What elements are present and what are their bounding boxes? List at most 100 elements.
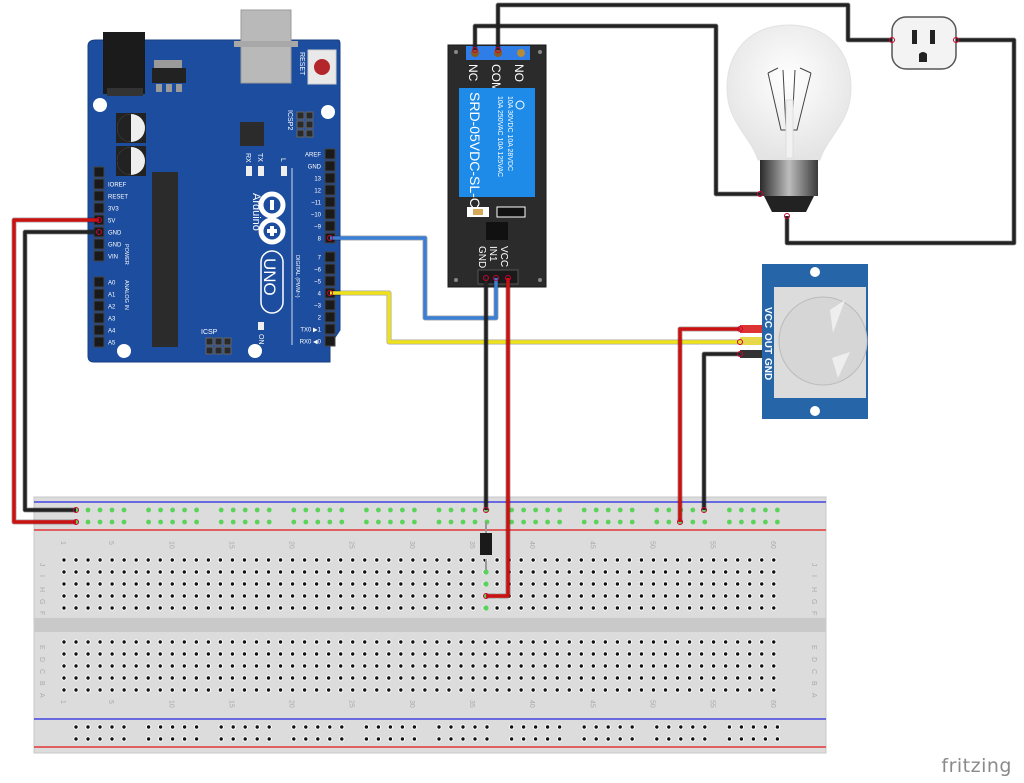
breadboard-hole[interactable] xyxy=(554,687,560,693)
rail-hole[interactable] xyxy=(520,736,527,742)
breadboard-hole[interactable] xyxy=(350,639,356,645)
breadboard-hole[interactable] xyxy=(518,581,524,587)
rail-hole[interactable] xyxy=(678,736,684,742)
breadboard-hole[interactable] xyxy=(265,639,272,645)
breadboard-hole[interactable] xyxy=(386,593,392,599)
breadboard-hole[interactable] xyxy=(590,569,597,575)
breadboard-hole[interactable] xyxy=(710,639,717,645)
rail-hole[interactable] xyxy=(387,724,394,730)
rail-hole[interactable] xyxy=(146,519,152,525)
rail-hole[interactable] xyxy=(666,519,672,525)
header-pin[interactable] xyxy=(93,324,105,336)
breadboard-hole[interactable] xyxy=(506,605,512,611)
breadboard-hole[interactable] xyxy=(253,557,260,563)
wire-pir-gnd[interactable] xyxy=(702,352,740,510)
breadboard-hole[interactable] xyxy=(771,557,777,563)
header-pin[interactable] xyxy=(93,238,105,250)
rail-hole[interactable] xyxy=(121,507,127,513)
breadboard-hole[interactable] xyxy=(614,663,621,669)
breadboard-hole[interactable] xyxy=(759,605,765,611)
breadboard-hole[interactable] xyxy=(73,663,79,669)
breadboard-hole[interactable] xyxy=(73,569,79,575)
breadboard-hole[interactable] xyxy=(686,593,693,599)
wire-pin8-in1[interactable] xyxy=(330,236,498,320)
breadboard-hole[interactable] xyxy=(337,675,344,681)
breadboard-hole[interactable] xyxy=(121,675,127,681)
breadboard-hole[interactable] xyxy=(97,639,103,645)
pir-pin-vcc[interactable] xyxy=(740,325,762,333)
header-pin[interactable] xyxy=(324,251,336,263)
breadboard-hole[interactable] xyxy=(193,687,200,693)
breadboard-hole[interactable] xyxy=(747,663,753,669)
breadboard-hole[interactable] xyxy=(133,687,139,693)
breadboard-hole[interactable] xyxy=(590,605,597,611)
breadboard-hole[interactable] xyxy=(253,675,260,681)
breadboard-hole[interactable] xyxy=(470,605,476,611)
rail-hole[interactable] xyxy=(109,519,115,525)
breadboard-hole[interactable] xyxy=(771,569,777,575)
breadboard-hole[interactable] xyxy=(374,557,380,563)
breadboard-hole[interactable] xyxy=(398,581,404,587)
rail-hole[interactable] xyxy=(532,736,539,742)
breadboard-hole[interactable] xyxy=(229,687,236,693)
breadboard-hole[interactable] xyxy=(193,663,200,669)
rail-hole[interactable] xyxy=(605,736,611,742)
breadboard-hole[interactable] xyxy=(626,593,633,599)
breadboard-hole[interactable] xyxy=(301,605,308,611)
rail-hole[interactable] xyxy=(678,724,684,730)
breadboard-hole[interactable] xyxy=(650,651,657,657)
breadboard-hole[interactable] xyxy=(650,605,657,611)
rail-hole[interactable] xyxy=(303,724,309,730)
breadboard-hole[interactable] xyxy=(759,639,765,645)
breadboard-hole[interactable] xyxy=(325,675,332,681)
breadboard-hole[interactable] xyxy=(710,557,717,563)
breadboard-hole[interactable] xyxy=(301,569,308,575)
breadboard-hole[interactable] xyxy=(61,687,67,693)
breadboard-hole[interactable] xyxy=(277,639,284,645)
breadboard-hole[interactable] xyxy=(169,569,175,575)
breadboard-hole[interactable] xyxy=(73,593,79,599)
breadboard-hole[interactable] xyxy=(626,605,633,611)
breadboard-hole[interactable] xyxy=(133,675,139,681)
breadboard-hole[interactable] xyxy=(350,675,356,681)
wire-lamp-outlet-end[interactable] xyxy=(784,213,790,219)
breadboard-hole[interactable] xyxy=(325,581,332,587)
wire-relay-vcc-end[interactable] xyxy=(483,593,489,599)
breadboard-hole[interactable] xyxy=(193,581,200,587)
breadboard-hole[interactable] xyxy=(506,663,512,669)
rail-hole[interactable] xyxy=(266,724,272,730)
breadboard-hole[interactable] xyxy=(506,639,512,645)
breadboard-hole[interactable] xyxy=(398,605,404,611)
breadboard-hole[interactable] xyxy=(217,651,224,657)
breadboard-hole[interactable] xyxy=(325,605,332,611)
wire-relay-vcc[interactable] xyxy=(486,278,510,598)
rail-hole[interactable] xyxy=(774,724,781,730)
breadboard-hole[interactable] xyxy=(674,557,681,563)
breadboard-hole[interactable] xyxy=(734,687,741,693)
breadboard-hole[interactable] xyxy=(181,593,188,599)
breadboard-hole[interactable] xyxy=(121,687,127,693)
rail-hole[interactable] xyxy=(97,519,103,525)
breadboard-hole[interactable] xyxy=(771,581,777,587)
breadboard-hole[interactable] xyxy=(217,605,224,611)
breadboard-hole[interactable] xyxy=(217,639,224,645)
breadboard-hole[interactable] xyxy=(205,675,212,681)
breadboard-hole[interactable] xyxy=(386,581,392,587)
breadboard-hole[interactable] xyxy=(253,605,260,611)
breadboard-hole[interactable] xyxy=(410,651,416,657)
breadboard-hole[interactable] xyxy=(759,569,765,575)
breadboard-hole[interactable] xyxy=(614,605,621,611)
breadboard-hole[interactable] xyxy=(157,593,163,599)
rail-hole[interactable] xyxy=(751,507,756,513)
rail-hole[interactable] xyxy=(412,507,417,513)
breadboard-hole[interactable] xyxy=(181,605,188,611)
rail-hole[interactable] xyxy=(97,507,103,513)
breadboard-hole[interactable] xyxy=(362,557,368,563)
breadboard-hole[interactable] xyxy=(61,569,67,575)
breadboard-hole[interactable] xyxy=(506,651,512,657)
breadboard-hole[interactable] xyxy=(446,569,452,575)
breadboard-hole[interactable] xyxy=(422,687,428,693)
breadboard-hole[interactable] xyxy=(566,651,572,657)
breadboard-hole[interactable] xyxy=(698,663,705,669)
wire-5v-end[interactable] xyxy=(96,217,102,223)
